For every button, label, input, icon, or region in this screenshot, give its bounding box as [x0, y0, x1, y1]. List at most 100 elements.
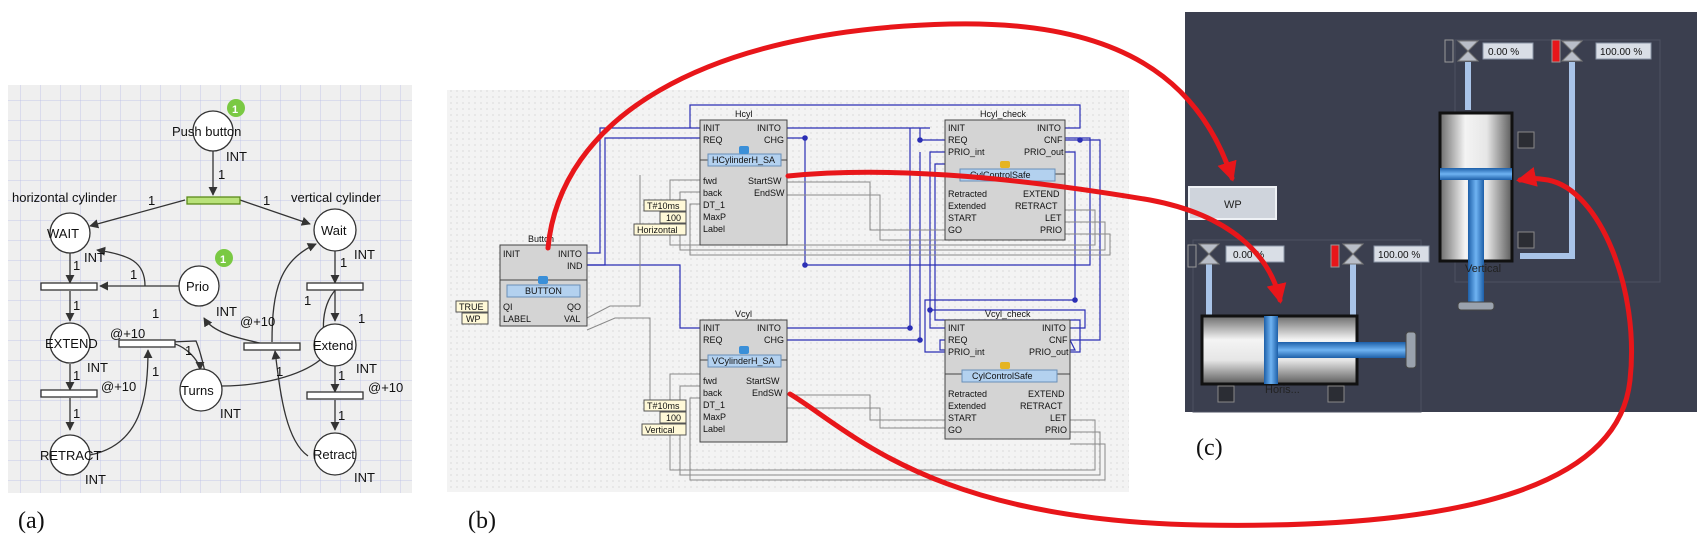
fb-port-init: INIT — [703, 323, 721, 333]
fb-port-qo: QO — [567, 302, 581, 312]
fb-port-cnf: CNF — [1044, 135, 1063, 145]
arc-weight: 1 — [185, 343, 192, 358]
type-h-wait: INT — [84, 250, 105, 265]
fb-port-extended: Extended — [948, 401, 986, 411]
arc-weight: 1 — [358, 311, 365, 326]
fb-port-prio-out: PRIO_out — [1024, 147, 1064, 157]
valve-vertical-right[interactable] — [1551, 39, 1584, 63]
fb-port-prio-out: PRIO_out — [1029, 347, 1069, 357]
fb-port-const-dt: T#10ms — [647, 401, 680, 411]
mapping-arrows — [545, 21, 1634, 528]
valve-horizontal-right[interactable] — [1330, 243, 1365, 268]
svg-text:100.00 %: 100.00 % — [1600, 47, 1642, 58]
transition-turn-right — [243, 342, 301, 351]
type-v-extend: INT — [356, 361, 377, 376]
wp-button-label: WP — [1224, 199, 1242, 211]
label-push-button: Push button — [172, 124, 241, 139]
arc-weight: 1 — [276, 364, 283, 379]
arc-weight: 1 — [73, 258, 80, 273]
fb-vcyl-check[interactable]: Vcyl_check CylControlSafe INIT REQ PRIO_… — [944, 309, 1071, 440]
label-h-extend: EXTEND — [45, 336, 98, 351]
petri-net-panel: horizontal cylinder vertical cylinder — [8, 85, 412, 493]
fb-port-const-maxp: 100 — [666, 413, 681, 423]
fb-port-inito: INITO — [1042, 323, 1066, 333]
fb-port-init: INIT — [948, 123, 966, 133]
fb-port-type: VCylinderH_SA — [712, 356, 775, 366]
vertical-cylinder-label: Vertical — [1465, 263, 1501, 275]
fb-port-type: BUTTON — [525, 286, 562, 296]
heading-horizontal: horizontal cylinder — [12, 190, 117, 205]
label-h-retract: RETRACT — [40, 448, 101, 463]
panel-label-a: (a) — [18, 508, 45, 534]
type-h-retract: INT — [85, 472, 106, 487]
fb-port-const-label: Vertical — [645, 425, 675, 435]
fb-port-const-dt: T#10ms — [647, 201, 680, 211]
fb-port-start: START — [948, 413, 977, 423]
fb-port-retract: RETRACT — [1020, 401, 1063, 411]
fb-port-req: REQ — [948, 135, 968, 145]
fb-port-back: back — [703, 188, 723, 198]
fb-port-prio-int: PRIO_int — [948, 347, 985, 357]
place-push-button — [192, 110, 234, 152]
valve-horizontal-left[interactable] — [1187, 243, 1221, 268]
fb-port-req: REQ — [703, 335, 723, 345]
fb-port-dt-1: DT_1 — [703, 400, 725, 410]
place-v-extend — [313, 323, 357, 367]
fb-port-extended: Extended — [948, 201, 986, 211]
svg-text:0.00 %: 0.00 % — [1488, 47, 1519, 58]
fb-port-let: LET — [1050, 413, 1067, 423]
fb-port-extend: EXTEND — [1028, 389, 1065, 399]
fb-hcyl-check-type-icon — [1000, 161, 1010, 168]
fb-port-dt-1: DT_1 — [703, 200, 725, 210]
place-v-retract — [313, 432, 357, 476]
fb-port-start: START — [948, 213, 977, 223]
fb-port-init: INIT — [948, 323, 966, 333]
fb-port-let: LET — [1045, 213, 1062, 223]
fb-port-fwd: fwd — [703, 376, 717, 386]
fb-vcyl[interactable]: Vcyl VCylinderH_SA INIT REQ INITO CHG fw… — [641, 309, 788, 443]
label-prio: Prio — [186, 279, 209, 294]
arc-weight: 1 — [338, 408, 345, 423]
fb-port-go: GO — [948, 225, 962, 235]
fb-port-ind: IND — [567, 261, 583, 271]
vertical-cylinder — [1438, 111, 1514, 311]
fb-port-prio-int: PRIO_int — [948, 147, 985, 157]
fb-hcyl-data-section — [699, 159, 788, 246]
valve-vertical-left[interactable] — [1444, 39, 1480, 63]
delay-label: @+10 — [101, 379, 136, 394]
horizontal-cylinder-label: Horis... — [1265, 384, 1300, 396]
fb-port-inito: INITO — [1037, 123, 1061, 133]
type-prio: INT — [216, 304, 237, 319]
panel-label-b: (b) — [468, 508, 496, 534]
arc-weight: 1 — [263, 193, 270, 208]
fb-port-startsw: StartSW — [746, 376, 780, 386]
type-v-retract: INT — [354, 470, 375, 485]
type-turns: INT — [220, 406, 241, 421]
arc-weight: 1 — [338, 368, 345, 383]
token-count-push: 1 — [232, 104, 238, 116]
fb-port-retracted: Retracted — [948, 389, 987, 399]
arc-weight: 1 — [73, 298, 80, 313]
transition-push — [186, 196, 241, 205]
fb-port-name: Vcyl_check — [985, 309, 1031, 319]
hmi-horizontal-frame — [1192, 239, 1422, 413]
arc-weight: 1 — [152, 306, 159, 321]
fb-port-init: INIT — [703, 123, 721, 133]
hmi-panel: WP 0.00 % 100.00 % Vertical — [1185, 12, 1697, 413]
valve-vertical-right-readout — [1595, 42, 1652, 60]
place-h-retract — [49, 434, 91, 476]
delay-label: @+10 — [368, 380, 403, 395]
type-v-wait: INT — [354, 247, 375, 262]
heading-vertical: vertical cylinder — [291, 190, 381, 205]
fb-port-inito: INITO — [757, 123, 781, 133]
place-h-wait — [49, 212, 91, 254]
fb-hcyl-name: Hcyl — [735, 109, 753, 119]
place-v-wait — [313, 208, 357, 252]
fb-port-name: Button — [528, 234, 554, 244]
fb-port-inito: INITO — [558, 249, 582, 259]
fb-port-safe-type: CylControlSafe — [972, 371, 1033, 381]
fb-port-cnf: CNF — [1049, 335, 1068, 345]
fb-button[interactable]: Button BUTTON INIT INITO IND QI LABEL QO… — [455, 234, 588, 327]
fb-hcyl[interactable]: Hcyl HCylinderH_SA INIT REQ INITO CHG fw… — [633, 109, 788, 246]
